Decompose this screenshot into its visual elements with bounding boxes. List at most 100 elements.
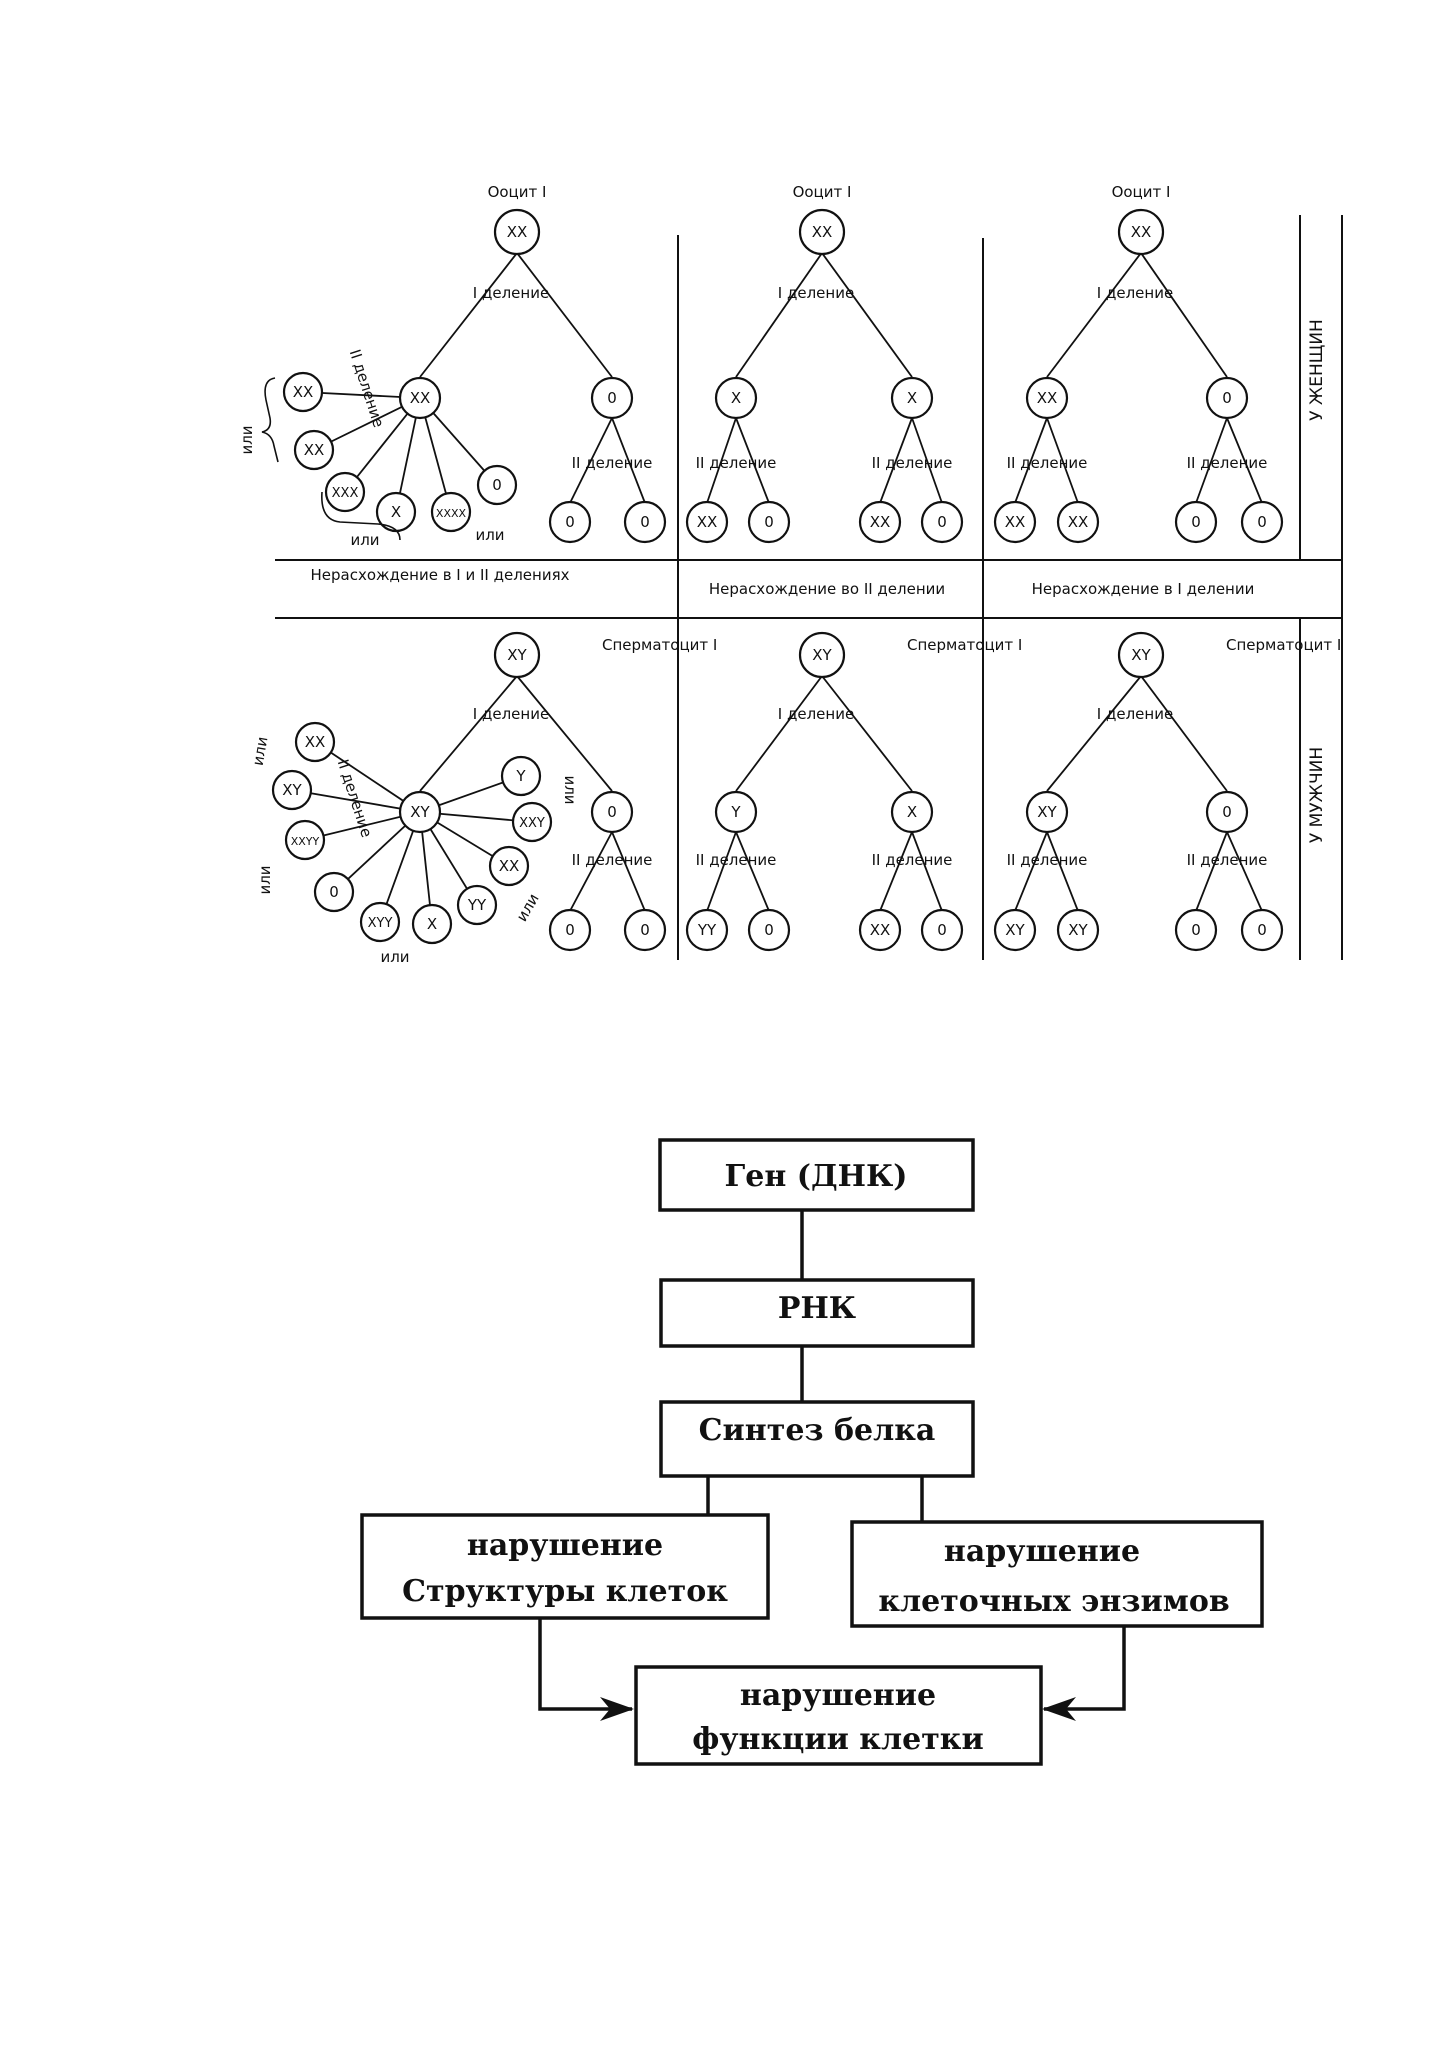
second-division-label: II деление	[872, 454, 953, 472]
chromosome-label: XX	[305, 733, 326, 751]
left-child-node: XX	[1025, 376, 1069, 420]
parent-node: XX	[1117, 208, 1165, 256]
connector-line	[911, 831, 943, 912]
connector-line	[1140, 675, 1228, 792]
right-child-node: 0	[1205, 376, 1249, 420]
fan-node: XX	[294, 721, 336, 763]
fan-node: YY	[456, 884, 498, 926]
grandchild-node: XX	[1056, 500, 1100, 544]
chromosome-label: XYY	[368, 916, 393, 931]
chromosome-label: XXX	[332, 486, 359, 501]
chromosome-label: 0	[937, 921, 947, 939]
connector-line	[735, 417, 770, 504]
left-child-node: XX	[398, 376, 442, 420]
grandchild-node: 0	[747, 908, 791, 952]
cell-structure-box: нарушение Структуры клеток	[360, 1513, 770, 1620]
or-label: или	[350, 531, 379, 549]
grandchild-node: 0	[623, 908, 667, 952]
grandchild-node: 0	[1174, 908, 1218, 952]
chromosome-label: XX	[1131, 223, 1152, 241]
fan-node: XX	[293, 429, 335, 471]
chromosome-label: 0	[1257, 513, 1267, 531]
left-child-node: Y	[714, 790, 758, 834]
chromosome-label: XY	[282, 781, 302, 799]
first-division-label: I деление	[1097, 284, 1173, 302]
flowchart-arrowheads	[600, 1697, 1076, 1721]
header-cell-col1: Нерасхождение в I и II делениях	[311, 566, 570, 584]
or-label: или	[238, 425, 256, 454]
grandchild-node: 0	[747, 500, 791, 544]
side-label-men: У МУЖЧИН	[1307, 747, 1327, 843]
gene-box: Ген (ДНК)	[658, 1138, 975, 1212]
chromosome-label: X	[391, 503, 401, 521]
cell-function-box: нарушение функции клетки	[634, 1665, 1043, 1766]
side-label-women: У ЖЕНЩИН	[1307, 319, 1327, 421]
first-division-label: I деление	[778, 705, 854, 723]
cell-enzymes-line2: клеточных энзимов	[878, 1584, 1229, 1619]
chromosome-label: XY	[812, 646, 832, 664]
chromosome-label: XY	[410, 803, 430, 821]
first-division-label: I деление	[473, 705, 549, 723]
chromosome-label: 0	[565, 513, 575, 531]
chromosome-label: 0	[764, 513, 774, 531]
first-division-label: I деление	[778, 284, 854, 302]
chromosome-label: XX	[499, 857, 520, 875]
grandchild-node: YY	[685, 908, 729, 952]
connector-line	[735, 831, 770, 912]
chromosome-label: XX	[507, 223, 528, 241]
connector-line	[821, 252, 913, 378]
grandchild-node: 0	[548, 500, 592, 544]
second-division-label: II деление	[1007, 454, 1088, 472]
grandchild-node: 0	[1240, 500, 1284, 544]
cell-function-line1: нарушение	[740, 1678, 936, 1713]
second-division-label: II деление	[572, 851, 653, 869]
connector-line	[569, 831, 613, 912]
connector-line	[879, 417, 913, 504]
fan-node: XXXX	[430, 491, 472, 533]
protein-synthesis-box: Синтез белка	[659, 1400, 975, 1478]
table-frame	[275, 215, 1343, 960]
chromosome-label: 0	[1257, 921, 1267, 939]
chromosome-label: 0	[329, 883, 339, 901]
protein-synthesis-label: Синтез белка	[699, 1413, 936, 1448]
or-label: или	[513, 890, 543, 924]
connector-line	[1046, 417, 1079, 504]
chromosome-label: XX	[870, 921, 891, 939]
chromosome-label: Y	[730, 803, 741, 821]
chromosome-label: XY	[1068, 921, 1088, 939]
connector-line	[1140, 252, 1228, 378]
connector-line	[1046, 252, 1142, 378]
fan-node: XXY	[511, 801, 553, 843]
connector-line	[1014, 831, 1048, 912]
gene-label: Ген (ДНК)	[725, 1159, 908, 1194]
chromosome-label: 0	[937, 513, 947, 531]
chromosome-label: XXY	[519, 816, 545, 831]
connector-line	[1046, 675, 1142, 792]
connector-line	[611, 417, 646, 504]
fan-node: XX	[282, 371, 324, 413]
parent-cell-label: Сперматоцит I	[907, 636, 1022, 654]
left-child-node: X	[714, 376, 758, 420]
second-division-label: II деление	[1187, 851, 1268, 869]
parent-node: XY	[798, 631, 846, 679]
connector-line	[879, 831, 913, 912]
chromosome-label: 0	[1222, 803, 1232, 821]
parent-node: XX	[798, 208, 846, 256]
right-child-node: 0	[1205, 790, 1249, 834]
connector-line	[735, 252, 823, 378]
parent-node: XX	[493, 208, 541, 256]
connector-line	[1226, 831, 1263, 912]
right-child-node: 0	[590, 790, 634, 834]
fan-node: Y	[500, 755, 542, 797]
connector-line	[911, 417, 943, 504]
flowchart-connectors	[538, 1210, 1126, 1711]
second-division-label: II деление	[872, 851, 953, 869]
or-label: или	[256, 865, 274, 894]
or-label: или	[561, 775, 579, 804]
grandchild-node: 0	[920, 500, 964, 544]
cell-function-line2: функции клетки	[692, 1722, 983, 1757]
bracket	[321, 491, 401, 541]
chromosome-label: XX	[410, 389, 431, 407]
chromosome-label: XX	[1005, 513, 1026, 531]
